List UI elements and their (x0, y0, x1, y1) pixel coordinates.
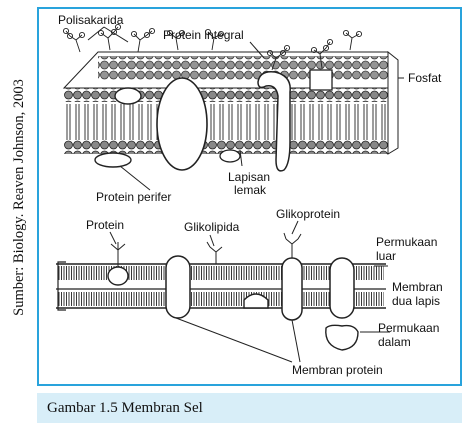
outer-phosphate-heads (64, 88, 388, 102)
transmembrane-protein-3 (329, 257, 355, 319)
bottom-leader-lines (109, 220, 390, 363)
channel-protein (257, 70, 291, 172)
integral-protein-small (114, 87, 142, 105)
label-glikolipida: Glikolipida (184, 220, 240, 234)
top-leader-lines (87, 26, 404, 191)
inner-phosphate-heads (64, 140, 388, 154)
polysaccharide-chains (65, 26, 360, 71)
inner-embedded-protein (243, 293, 269, 309)
label-lapisan: Lapisan (228, 170, 270, 184)
left-bracket (57, 261, 66, 311)
lipid-tails (64, 104, 388, 140)
label-membran-protein: Membran protein (292, 363, 383, 377)
label-fosfat: Fosfat (408, 71, 442, 85)
transmembrane-protein-2 (281, 257, 303, 321)
label-lemak: lemak (234, 183, 267, 197)
top-membrane-back-surface (62, 51, 389, 89)
carbohydrate-antennae (110, 232, 302, 267)
peripheral-protein (94, 152, 132, 168)
label-permukaan-dalam-2: dalam (378, 335, 411, 349)
label-protein-perifer: Protein perifer (96, 190, 171, 204)
integral-protein-large (156, 77, 208, 171)
membrane-side-face (387, 50, 399, 155)
label-glikoprotein: Glikoprotein (276, 207, 340, 221)
inner-peripheral-protein (325, 324, 359, 351)
label-protein: Protein (86, 218, 124, 232)
figure-caption: Gambar 1.5 Membran Sel (37, 393, 462, 423)
label-permukaan-luar-1: Permukaan (376, 235, 437, 249)
polysaccharide-beads (62, 23, 363, 57)
label-membran-1: Membran (392, 280, 443, 294)
label-membran-2: dua lapis (392, 294, 440, 308)
label-polisakarida: Polisakarida (58, 13, 124, 27)
outer-peripheral-protein (107, 266, 129, 286)
bottom-membrane-diagram: Protein Glikolipida Glikoprotein Permuka… (56, 207, 443, 377)
caption-text: Gambar 1.5 Membran Sel (47, 399, 203, 416)
label-protein-integral: Protein integral (163, 28, 244, 42)
label-permukaan-dalam-1: Permukaan (378, 321, 439, 335)
peripheral-protein-2 (219, 149, 241, 163)
label-permukaan-luar-2: luar (376, 249, 396, 263)
top-membrane-diagram: Polisakarida Protein integral Fosfat Lap… (58, 13, 442, 204)
integral-protein-block (309, 69, 333, 91)
transmembrane-protein-1 (165, 255, 191, 319)
